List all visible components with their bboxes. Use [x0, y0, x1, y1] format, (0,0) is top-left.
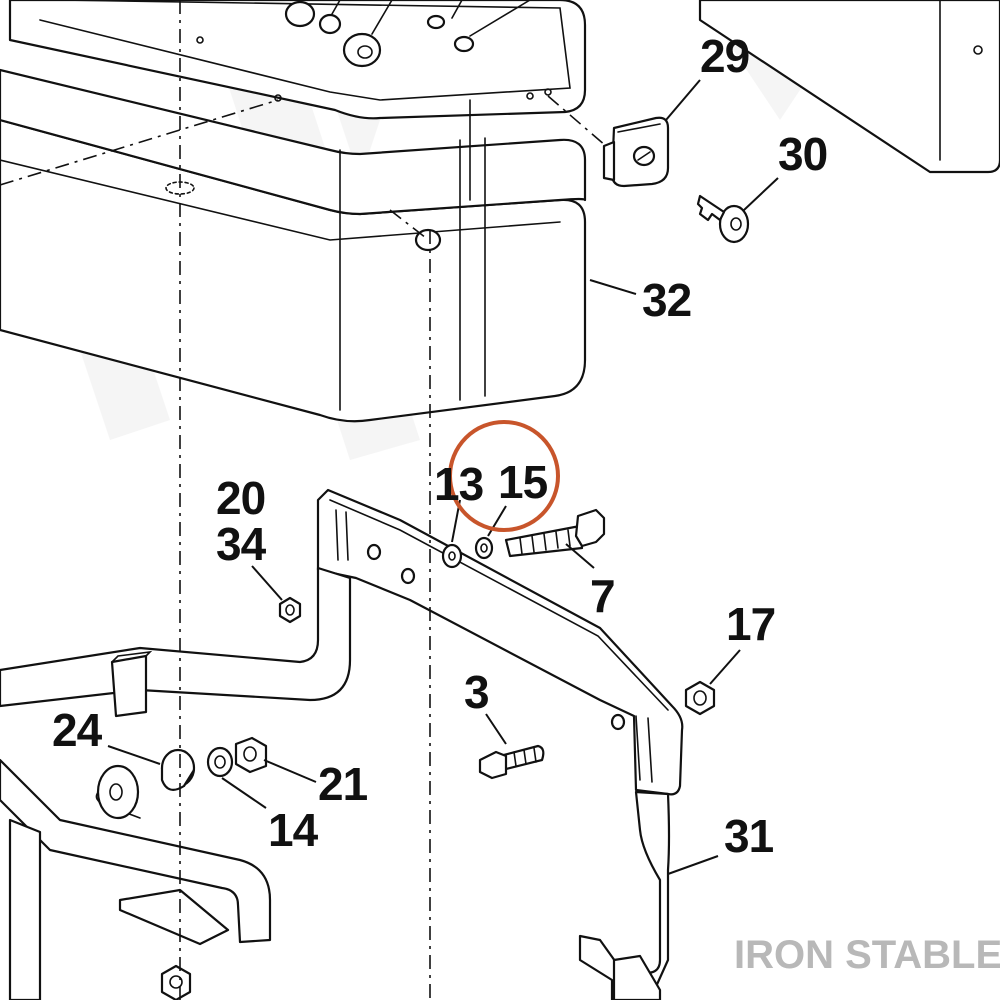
bolt-part-3 — [478, 744, 545, 780]
callout-17: 17 — [726, 598, 775, 650]
callout-32: 32 — [642, 274, 691, 326]
callout-29: 29 — [700, 30, 749, 82]
key-part-30 — [696, 194, 750, 244]
washers-13-15 — [441, 536, 494, 569]
callout-24: 24 — [52, 704, 103, 756]
callout-14: 14 — [268, 804, 319, 856]
callout-21: 21 — [318, 758, 368, 810]
callout-labels: 29 30 32 20 34 13 15 7 17 3 24 21 14 31 — [52, 30, 828, 862]
callout-13: 13 — [434, 458, 483, 510]
callout-30: 30 — [778, 128, 827, 180]
nut-part-20-34 — [278, 596, 302, 624]
nut-part-17 — [684, 680, 716, 716]
callout-31: 31 — [724, 810, 774, 862]
callout-34: 34 — [216, 518, 267, 570]
callout-15: 15 — [498, 456, 548, 508]
spacer-block — [110, 650, 153, 718]
bottom-nut — [160, 964, 192, 1000]
callout-7: 7 — [590, 570, 615, 622]
side-panel — [698, 0, 1000, 174]
callout-3: 3 — [464, 666, 489, 718]
watermark-iron-stable: IRON STABLE — [734, 933, 1000, 977]
highlight-circle — [448, 420, 560, 532]
saddlebag-box — [0, 0, 587, 423]
callout-20: 20 — [216, 472, 265, 524]
top-hardware — [284, 0, 531, 68]
centerlines — [0, 0, 607, 1000]
hardware-stack-24-14-21 — [160, 736, 268, 791]
mounting-bracket — [0, 488, 684, 1000]
bolt-part-7 — [504, 508, 606, 558]
latch-part-29 — [602, 116, 670, 188]
